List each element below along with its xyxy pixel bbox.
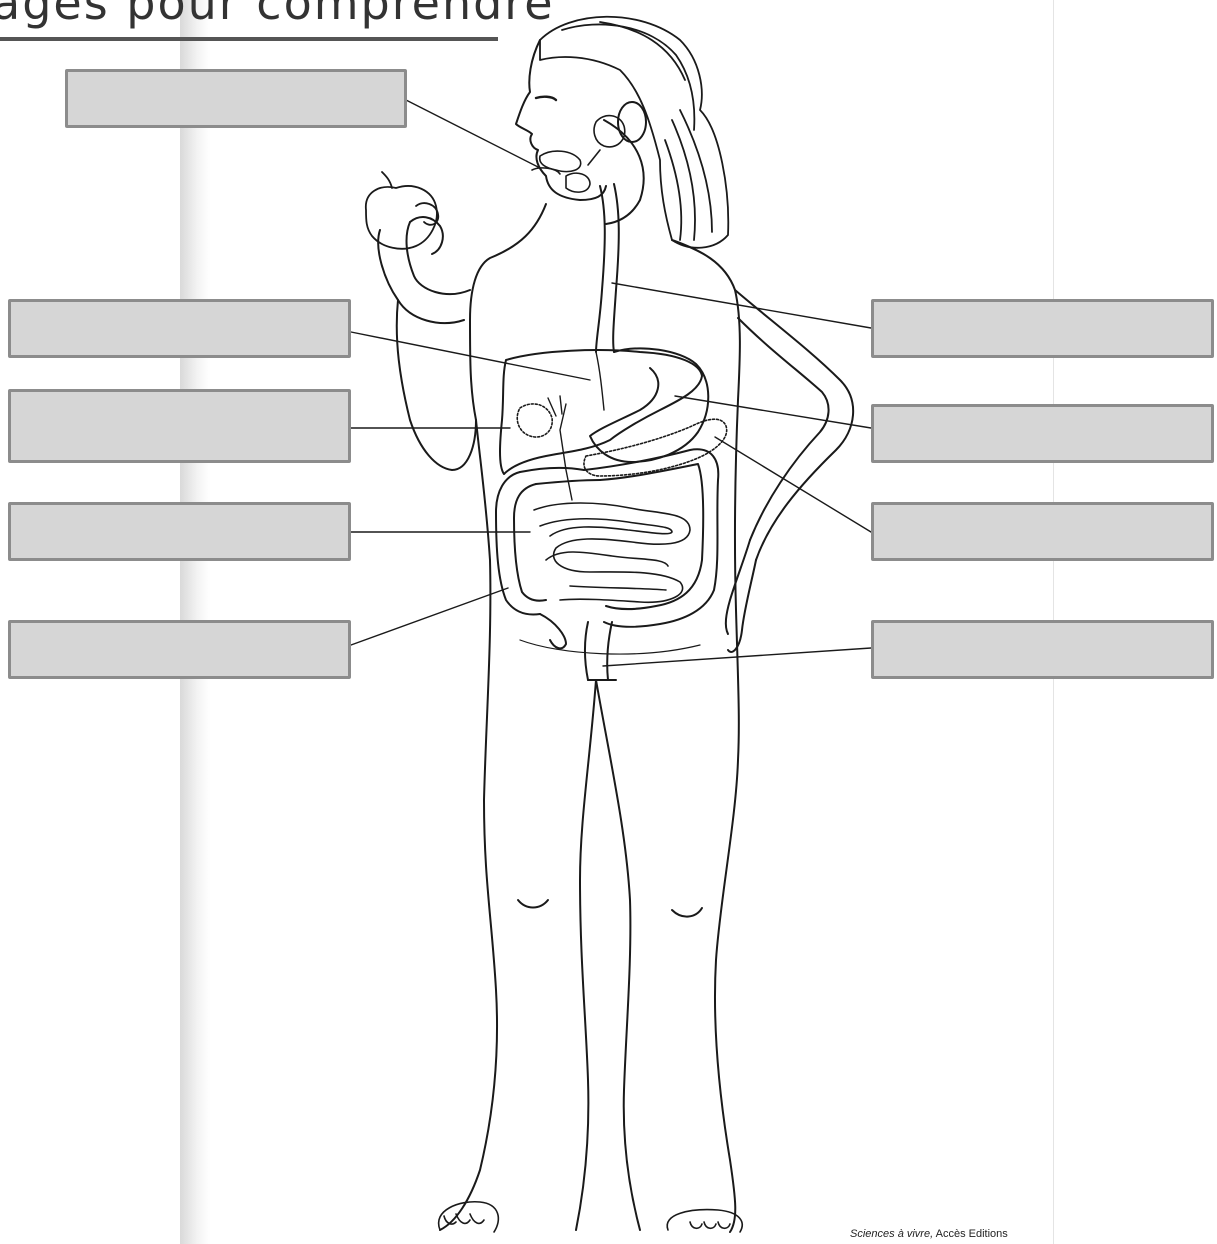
label-box-left-1[interactable] [8,299,351,358]
hair [540,17,728,248]
source-credit: Sciences à vivre, Accès Editions [850,1228,1008,1240]
leader-line-r3 [715,437,871,532]
label-box-left-2[interactable] [8,389,351,463]
label-box-left-4[interactable] [8,620,351,679]
stomach [590,348,708,462]
label-box-left-3[interactable] [8,502,351,561]
label-box-mouth[interactable] [65,69,407,128]
gallbladder [517,396,572,500]
esophagus [596,184,619,352]
label-box-right-1[interactable] [871,299,1214,358]
face [516,40,646,224]
leader-line-l4 [351,588,508,645]
left-arm [378,217,476,470]
label-box-right-4[interactable] [871,620,1214,679]
credit-publisher: Accès Editions [936,1228,1008,1240]
leader-lines [351,100,871,666]
feet [439,1202,743,1232]
small-intestine [534,503,690,602]
label-box-right-2[interactable] [871,404,1214,463]
label-box-right-3[interactable] [871,502,1214,561]
rectum [585,622,616,680]
large-intestine [496,449,718,648]
credit-book-title: Sciences à vivre, [850,1228,933,1240]
leader-line-r2 [675,396,871,428]
salivary-glands [532,116,625,192]
right-arm [726,290,853,652]
apple-icon [366,172,438,249]
